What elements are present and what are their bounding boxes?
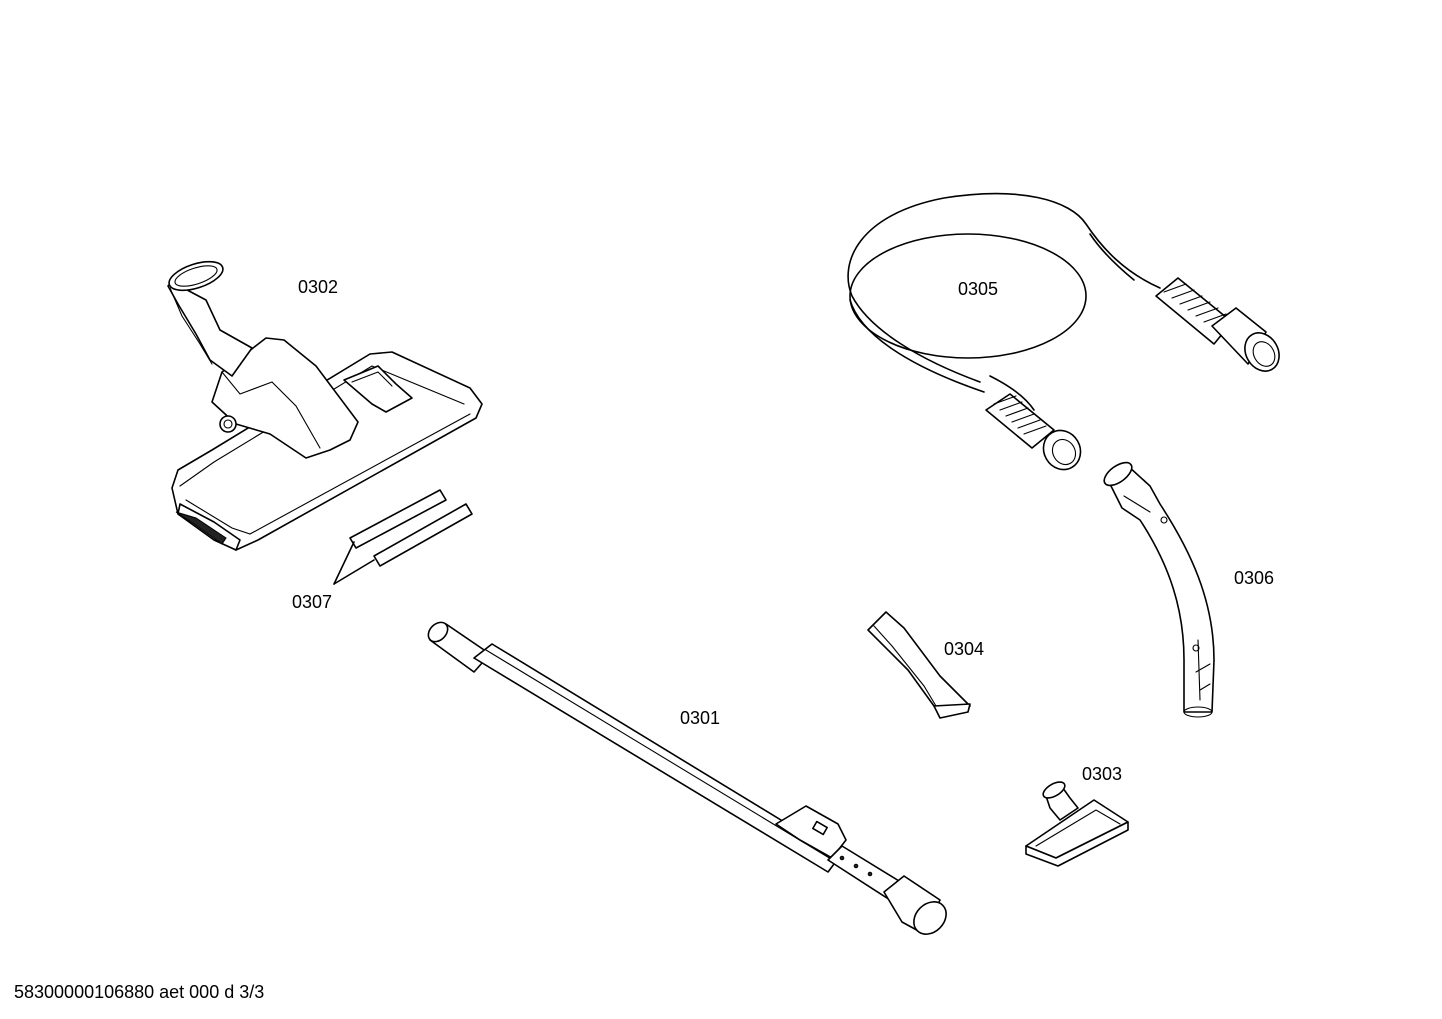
part-number-0307: 0307 [292, 592, 333, 612]
part-number-0305: 0305 [958, 279, 999, 299]
part-number-0303: 0303 [1082, 764, 1123, 784]
part-number-0306: 0306 [1234, 568, 1275, 588]
floor-nozzle-0302 [167, 260, 483, 551]
crevice-nozzle-0304 [867, 611, 971, 719]
handle-bend-0306 [1103, 461, 1215, 718]
document-id: 58300000106880 aet 000 d 3/3 [14, 982, 265, 1002]
part-number-0301: 0301 [680, 708, 721, 728]
part-number-0304: 0304 [944, 639, 985, 659]
hose-0305 [847, 192, 1280, 471]
part-number-0302: 0302 [298, 277, 339, 297]
telescopic-tube-0301 [427, 621, 947, 935]
upholstery-nozzle-0303 [1025, 781, 1129, 867]
brush-strips-0307 [333, 489, 473, 585]
